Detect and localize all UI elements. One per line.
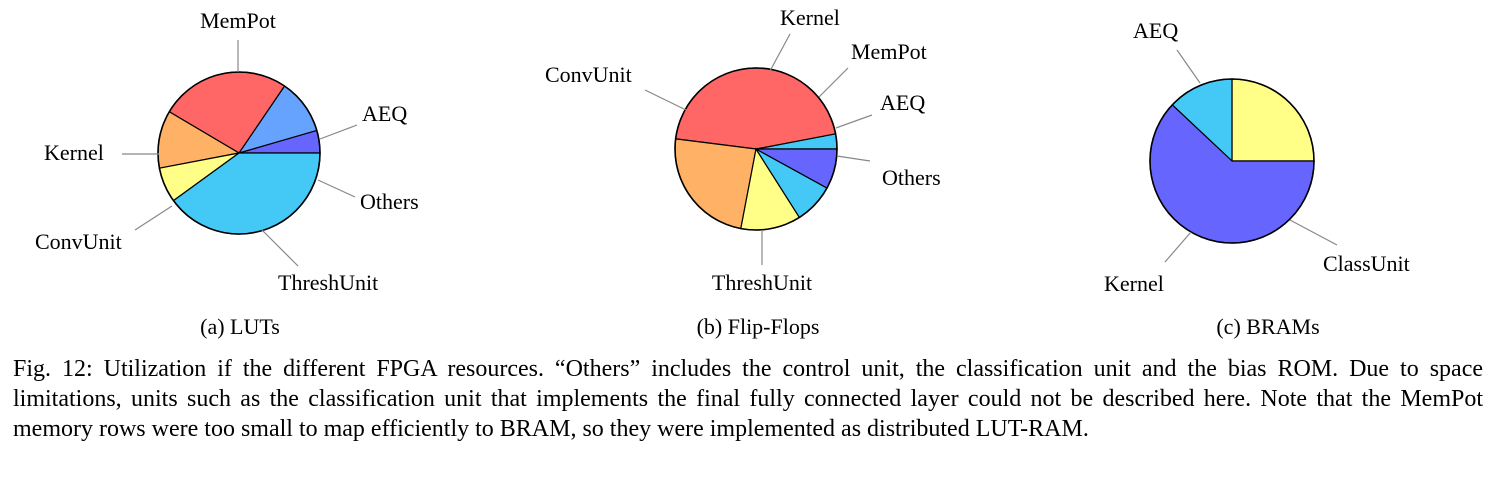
leader-line-classunit xyxy=(1289,219,1338,246)
slice-label-aeq: AEQ xyxy=(362,101,407,126)
leader-line-kernel xyxy=(769,33,791,72)
subcaption: (c) BRAMs xyxy=(1216,314,1319,339)
slice-label-mempot: MemPot xyxy=(851,39,927,64)
slice-label-threshunit: ThreshUnit xyxy=(712,270,812,295)
slice-label-threshunit: ThreshUnit xyxy=(278,270,378,295)
pie-outline xyxy=(157,71,321,235)
leader-line-kernel xyxy=(1164,231,1192,263)
pie-slice-classunit xyxy=(1231,78,1315,162)
slice-label-kernel: Kernel xyxy=(780,5,840,30)
slice-label-mempot: MemPot xyxy=(200,8,276,33)
slice-label-kernel: Kernel xyxy=(1104,271,1164,296)
leader-line-threshunit xyxy=(261,229,299,267)
pie-outline xyxy=(674,67,838,231)
leader-line-convunit xyxy=(644,89,687,111)
figure-caption: Fig. 12: Utilization if the different FP… xyxy=(13,356,1483,442)
leader-line-others xyxy=(836,155,871,162)
slice-label-aeq: AEQ xyxy=(880,90,925,115)
slice-label-aeq: AEQ xyxy=(1133,18,1178,43)
leader-line-others xyxy=(317,179,356,198)
slice-label-others: Others xyxy=(360,189,419,214)
pie-outline xyxy=(1149,78,1315,244)
subcaption: (b) Flip-Flops xyxy=(697,314,820,339)
leader-line-aeq xyxy=(319,124,358,140)
slice-label-classunit: ClassUnit xyxy=(1323,251,1410,276)
pie-charts-figure: AEQOthersThreshUnitConvUnitKernelMemPot(… xyxy=(35,5,1410,339)
leader-line-mempot xyxy=(818,67,849,98)
slice-label-kernel: Kernel xyxy=(44,140,104,165)
leader-line-aeq xyxy=(1176,49,1201,84)
pie-slice-threshunit xyxy=(674,67,837,150)
subcaption: (a) LUTs xyxy=(200,314,280,339)
slice-label-others: Others xyxy=(882,165,941,190)
leader-line-convunit xyxy=(134,205,173,231)
leader-line-aeq xyxy=(835,114,873,129)
slice-label-convunit: ConvUnit xyxy=(35,229,122,254)
slice-label-convunit: ConvUnit xyxy=(545,62,632,87)
